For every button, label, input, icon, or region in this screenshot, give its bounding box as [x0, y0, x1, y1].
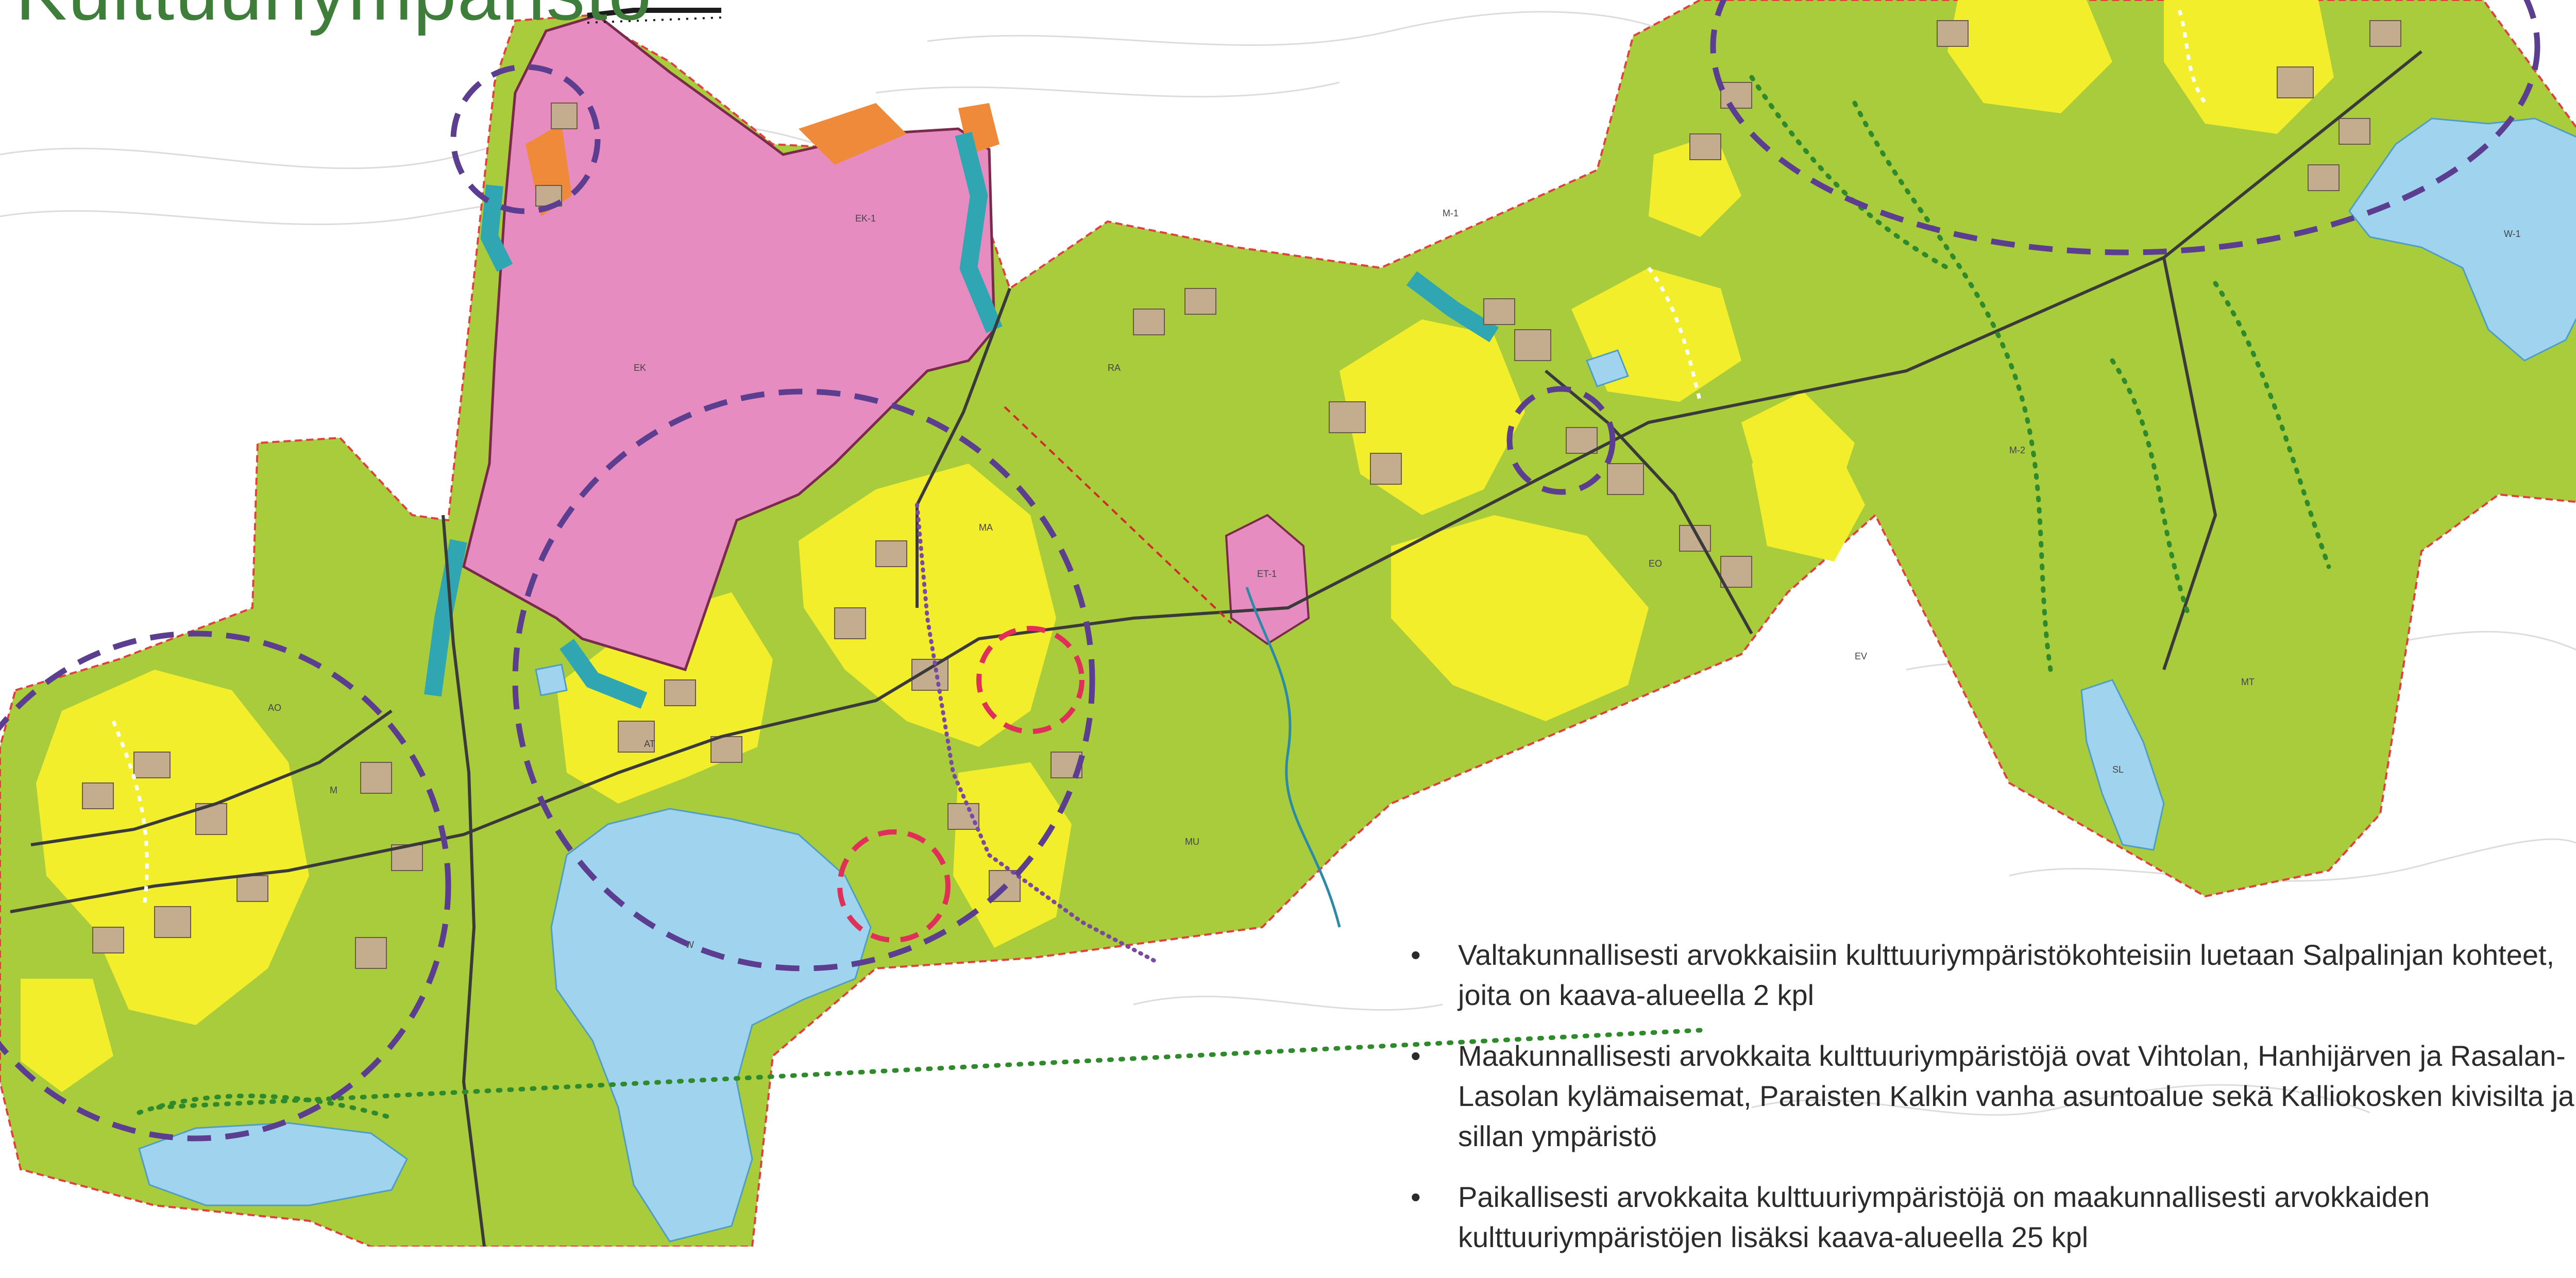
bullet-text: Maakunnallisesti arvokkaita kulttuuriymp…: [1458, 1040, 2574, 1152]
industrial-area: [462, 14, 996, 672]
zone-label: MA: [979, 522, 993, 533]
heritage-circle: [512, 388, 1095, 972]
local-heritage-circle: [837, 829, 951, 943]
zone-label: W-1: [2504, 229, 2521, 239]
bullet-item: • Maakunnallisesti arvokkaita kulttuuriym…: [1401, 1036, 2576, 1156]
streams: [1245, 587, 1341, 928]
lakes: [138, 117, 2576, 1242]
zone-label: M: [330, 785, 337, 795]
heritage-circles: [0, 0, 2540, 1141]
zone-label: RA: [1108, 363, 1121, 373]
zone-label: MU: [1185, 837, 1199, 847]
village-zones: [21, 0, 2334, 1092]
local-heritage-circles: [837, 626, 1084, 943]
heritage-circle: [1710, 0, 2540, 255]
bullet-dot: •: [1411, 939, 1421, 971]
zone-label: M-2: [2009, 445, 2025, 455]
land-use-map: M M-1 M-2 MA MU AT AO EK-1 EK EO ET-1 W …: [0, 0, 2576, 1247]
zone-label: M-1: [1443, 208, 1459, 218]
slide-title: Kulttuuriympäristö: [15, 0, 652, 38]
heritage-circle: [450, 64, 601, 214]
zone-label: EV: [1855, 651, 1867, 661]
power-line: [915, 503, 1161, 965]
bullet-dot: •: [1411, 1181, 1421, 1213]
recreation-trails: [137, 75, 2331, 1120]
zone-label: EO: [1649, 558, 1662, 569]
zone-label: ET-1: [1257, 569, 1277, 579]
bullet-text: Valtakunnallisesti arvokkaisiin kulttuur…: [1458, 939, 2555, 1011]
zone-label: EK: [634, 363, 646, 373]
railway: [587, 8, 721, 18]
zone-label: SL: [2112, 764, 2124, 775]
bullet-item: • Paikallisesti arvokkaita kulttuuriympär…: [1401, 1177, 2576, 1257]
zone-label: MT: [2241, 677, 2255, 687]
roads: [10, 50, 2422, 1247]
zone-label: AT: [644, 739, 655, 749]
bullet-text: Paikallisesti arvokkaita kulttuuriympäri…: [1458, 1181, 2430, 1253]
zone-label: EK-1: [855, 213, 876, 224]
bullet-item: • Valtakunnallisesti arvokkaisiin kulttuu…: [1401, 935, 2576, 1015]
footpaths: [111, 9, 2207, 907]
zone-labels: M M-1 M-2 MA MU AT AO EK-1 EK EO ET-1 W …: [268, 208, 2521, 950]
zone-label: AO: [268, 703, 281, 713]
red-dashed-line: [1004, 406, 1232, 624]
teal-buffer-strips: [424, 131, 1499, 709]
bullet-list: • Valtakunnallisesti arvokkaisiin kulttuu…: [1401, 935, 2576, 1278]
local-heritage-circle: [976, 626, 1084, 734]
bullet-dot: •: [1411, 1040, 1421, 1072]
railway-ties: [587, 16, 722, 24]
heritage-circle: [1506, 386, 1616, 495]
heritage-circle: [0, 631, 451, 1141]
